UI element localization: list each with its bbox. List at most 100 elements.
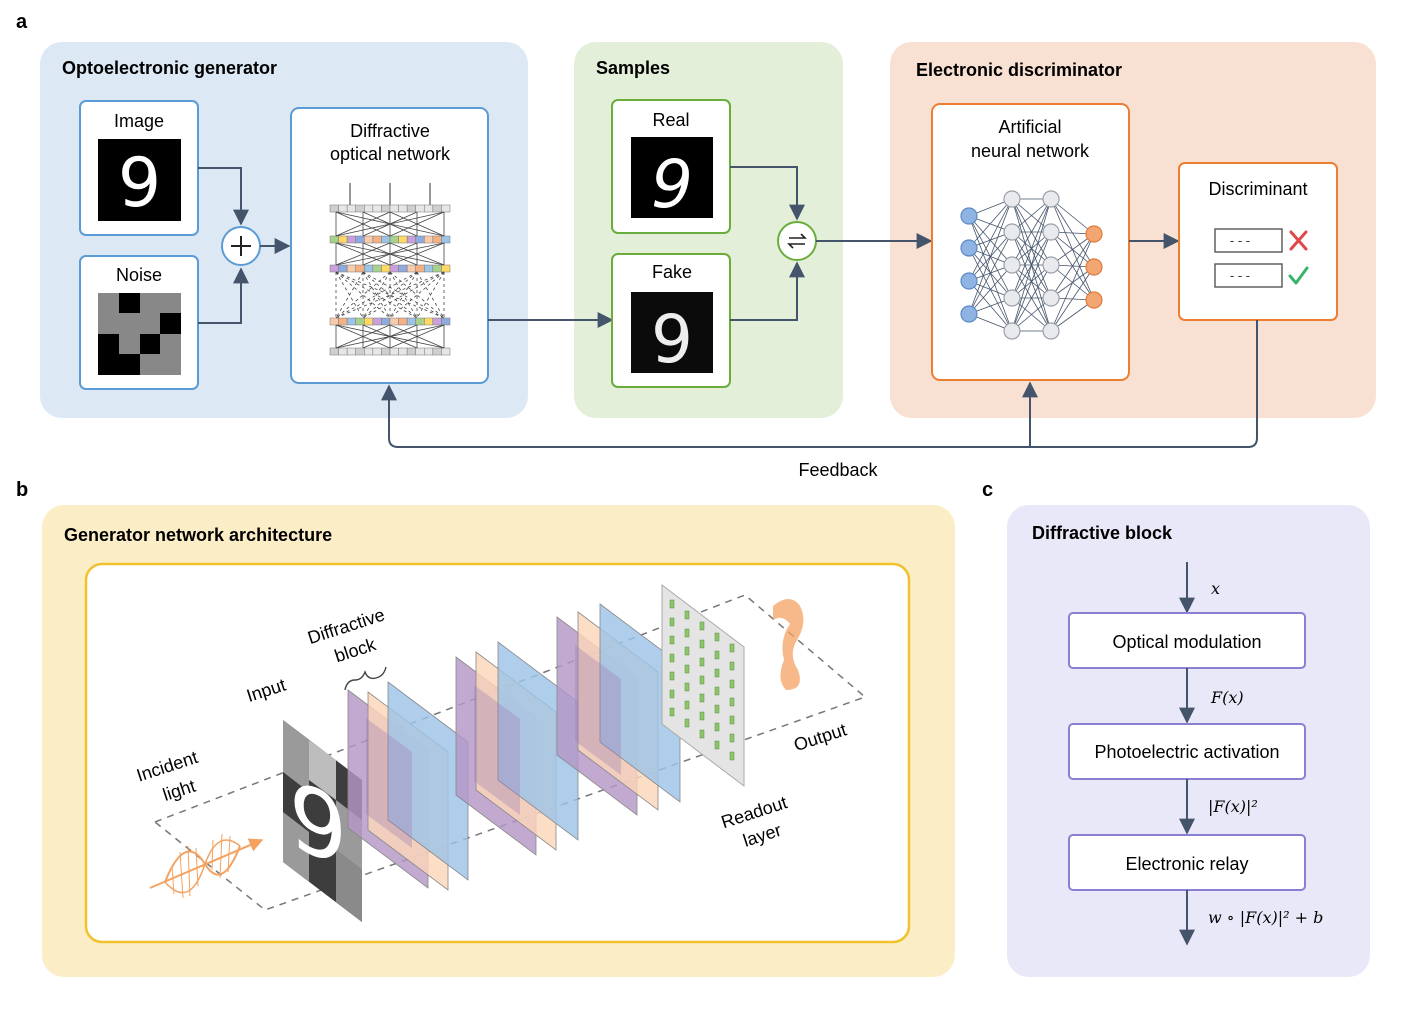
- dnn-pixel: [355, 317, 365, 326]
- dnn-pixel: [424, 264, 434, 273]
- ann-edge: [1050, 198, 1095, 235]
- dnn-connection: [335, 324, 445, 349]
- detector-pixel: [729, 733, 735, 743]
- dnn-pixel: [432, 204, 442, 213]
- dnn-connection: [335, 211, 391, 237]
- ann-neuron: [1042, 256, 1060, 274]
- ann-neuron: [1042, 223, 1060, 241]
- switch-node: [730, 166, 933, 321]
- dnn-pixel: [398, 347, 408, 356]
- ann-label-line2: neural network: [971, 141, 1090, 161]
- dnn-pixel: [346, 235, 356, 244]
- dnn-pixel: [355, 347, 365, 356]
- ann-neuron: [1003, 289, 1021, 307]
- ann-neuron: [960, 207, 978, 225]
- dnn-pixel: [432, 317, 442, 326]
- layer-modulation-region: [366, 718, 412, 848]
- dnn-pixel: [329, 317, 339, 326]
- dnn-pixel: [364, 347, 374, 356]
- detector-pixel: [729, 643, 735, 653]
- detector-pixel: [714, 650, 720, 660]
- dnn-pixel: [424, 347, 434, 356]
- ann-edge: [1011, 198, 1052, 332]
- dnn-pixel: [389, 317, 399, 326]
- expr-abs: |F(x)|²: [1208, 797, 1258, 816]
- check-icon: [1288, 266, 1309, 285]
- dnn-connection: [335, 324, 391, 349]
- noise-pattern: [98, 293, 181, 375]
- dnn-pixel: [389, 347, 399, 356]
- cross-icon: [1289, 230, 1308, 251]
- ann-edge: [968, 198, 1013, 249]
- dnn-pixel: [338, 204, 348, 213]
- dnn-connection: [335, 271, 445, 319]
- detector-pixel: [699, 657, 705, 667]
- readout-layer: [661, 583, 745, 788]
- ann-neuron: [1003, 223, 1021, 241]
- dnn-pixel: [346, 317, 356, 326]
- ann-edge: [968, 198, 1013, 315]
- discriminant-field-2-dashes: - - -: [1230, 268, 1250, 283]
- dnn-connection: [335, 271, 445, 319]
- feedback-label: Feedback: [798, 460, 878, 480]
- ann-neuron: [1042, 322, 1060, 340]
- ann-neuron: [1003, 322, 1021, 340]
- dnn-pixel: [441, 204, 451, 213]
- dnn-pixel: [415, 264, 425, 273]
- dnn-connection: [389, 242, 445, 266]
- dnn-pixel: [372, 235, 382, 244]
- dnn-pixel: [415, 204, 425, 213]
- generator-title: Optoelectronic generator: [62, 58, 277, 78]
- detector-pixel: [729, 715, 735, 725]
- ann-edge: [968, 264, 1013, 315]
- ann-edge: [1011, 231, 1052, 332]
- image-digit-thumbnail: [98, 139, 181, 221]
- detector-pixel: [729, 751, 735, 761]
- dnn-pixel: [389, 204, 399, 213]
- ann-edge: [1011, 198, 1052, 266]
- discriminant-field-2: [1214, 263, 1283, 288]
- block-bracket: [344, 666, 387, 691]
- dnn-pixel: [441, 264, 451, 273]
- dnn-pixel: [441, 347, 451, 356]
- diffractive-block-flow: x Optical modulation F(x) Photoelectric …: [1068, 562, 1323, 946]
- image-label: Image: [114, 111, 164, 131]
- samples-title: Samples: [596, 58, 670, 78]
- diffractive-network-box: Diffractive optical network: [290, 107, 489, 384]
- dnn-pixel: [355, 264, 365, 273]
- incident-light-wave: [149, 833, 264, 899]
- dnn-label-line2: optical network: [330, 144, 451, 164]
- detector-pixel: [669, 635, 675, 645]
- detector-pixel: [684, 628, 690, 638]
- detector-pixel: [684, 610, 690, 620]
- detector-pixel: [699, 675, 705, 685]
- dnn-pixel: [415, 235, 425, 244]
- dnn-connection: [389, 324, 445, 349]
- ann-label-line1: Artificial: [998, 117, 1061, 137]
- ann-edge: [968, 231, 1013, 315]
- layer-modulation-region: [474, 685, 520, 815]
- dnn-pixel: [329, 347, 339, 356]
- ann-neuron: [1042, 190, 1060, 208]
- exchange-icon: [787, 233, 807, 249]
- dnn-pixel: [381, 204, 391, 213]
- detector-pixel: [714, 704, 720, 714]
- dnn-connection: [389, 271, 418, 319]
- real-box: Real 9: [611, 99, 731, 234]
- fake-thumbnail: [631, 292, 713, 373]
- detector-pixel: [714, 740, 720, 750]
- dnn-pixel: [432, 347, 442, 356]
- dnn-connection: [362, 271, 391, 319]
- dnn-pixel: [381, 317, 391, 326]
- detector-pixel: [699, 621, 705, 631]
- detector-pixel: [684, 700, 690, 710]
- optical-modulation-label: Optical modulation: [1112, 632, 1261, 652]
- dnn-pixel: [381, 347, 391, 356]
- dnn-connection: [335, 242, 391, 266]
- neural-network-icon: [960, 190, 1103, 340]
- dnn-connection: [335, 271, 364, 319]
- architecture-illustration: 9 Incident light Input Diffractive block…: [134, 583, 867, 922]
- dnn-pixel: [338, 317, 348, 326]
- ann-edge: [1050, 299, 1095, 332]
- detector-pixel: [684, 682, 690, 692]
